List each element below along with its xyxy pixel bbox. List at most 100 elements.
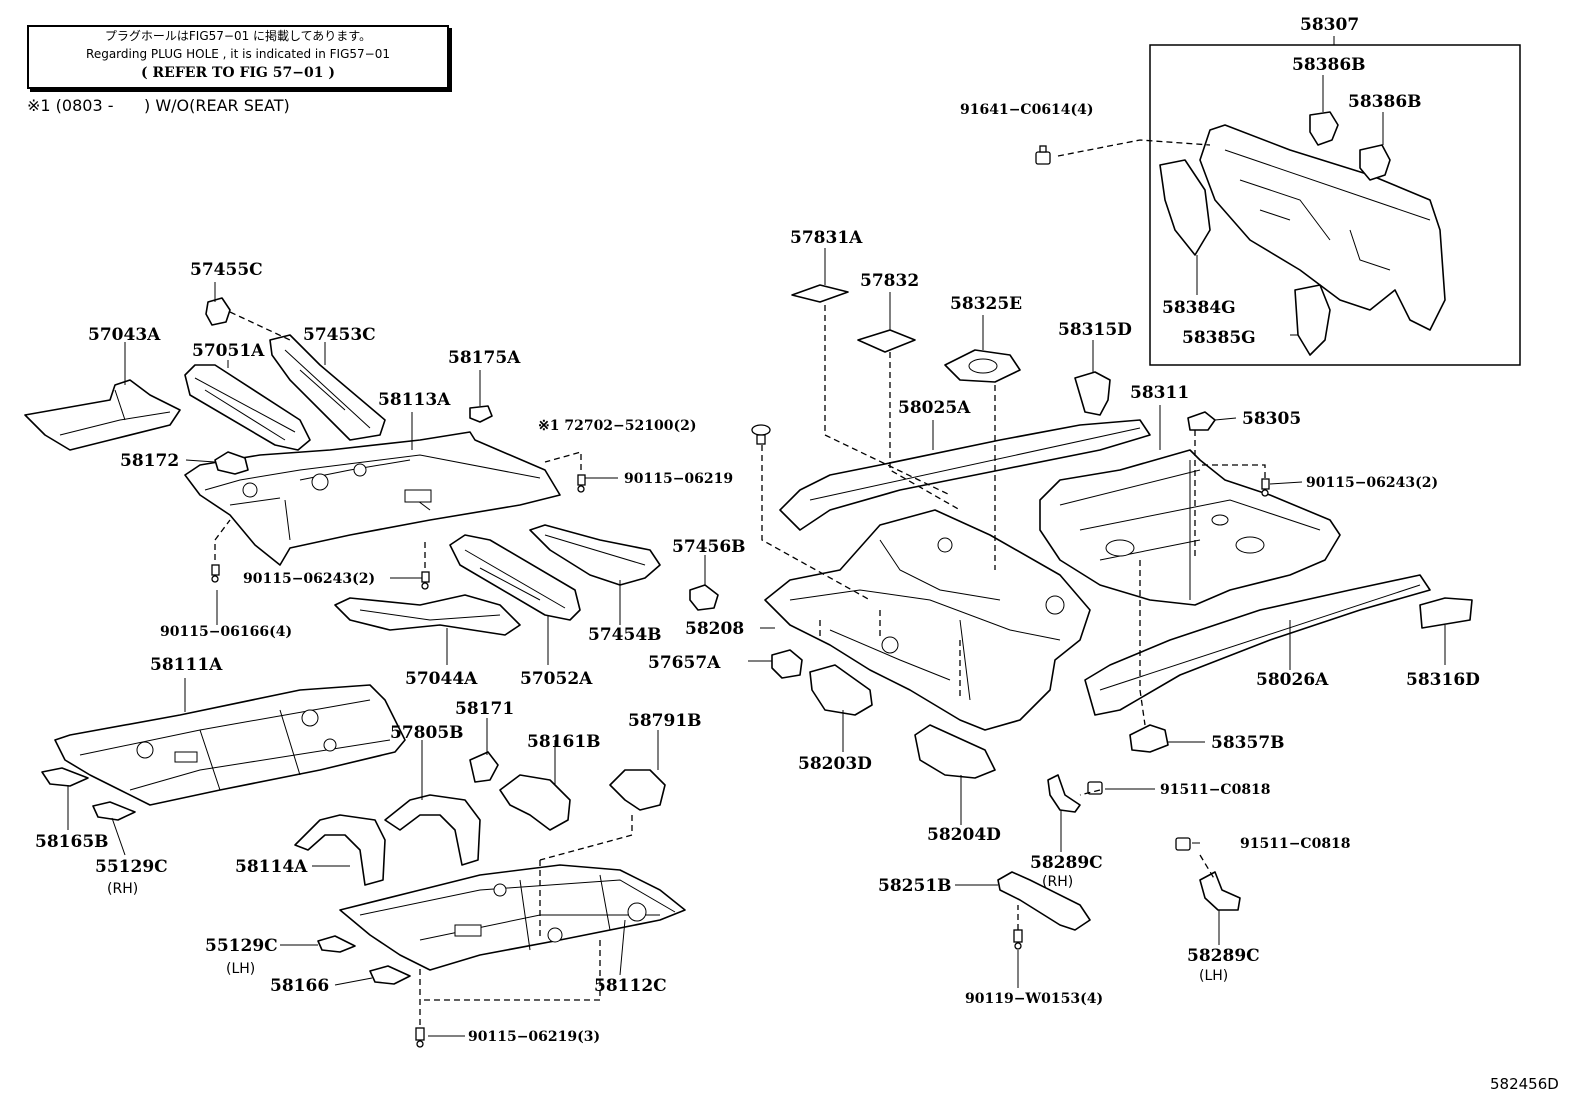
label-90119: 90119−W0153(4)	[965, 991, 1103, 1007]
label-58384g: 58384G	[1162, 298, 1236, 318]
side-lh-2: (LH)	[1199, 968, 1228, 984]
bracket-58316d	[1419, 597, 1473, 629]
label-90115-06243-b: 90115−06243(2)	[1306, 475, 1438, 491]
bolt-90119	[1013, 929, 1023, 950]
reference-note-box: プラグホールはFIG57−01 に掲載してあります。 Regarding PLU…	[27, 25, 449, 89]
bracket-57657a	[771, 649, 803, 679]
label-57805b: 57805B	[390, 723, 464, 743]
pad-58165b	[41, 767, 89, 787]
label-58161b: 58161B	[527, 732, 601, 752]
bracket-58791b	[609, 769, 666, 811]
bolt-90115-06243-a	[421, 571, 430, 590]
illustration-code: 582456D	[1490, 1075, 1559, 1093]
note-line-refer: ( REFER TO FIG 57−01 )	[141, 65, 335, 81]
pad-58175a	[469, 405, 493, 423]
member-57052a	[449, 534, 581, 621]
side-member-58025a	[779, 419, 1151, 531]
label-58386b-1: 58386B	[1292, 55, 1366, 75]
label-58305: 58305	[1242, 409, 1301, 429]
bracket-58172	[214, 451, 249, 475]
nut-91511-b	[1175, 837, 1191, 851]
rear-panel-58307	[1199, 124, 1446, 331]
label-57044a: 57044A	[405, 669, 478, 689]
label-58386b-2: 58386B	[1348, 92, 1422, 112]
crossmember-58251b	[997, 871, 1091, 931]
label-72702: ※1 72702−52100(2)	[538, 418, 696, 434]
gusset-58385g	[1294, 284, 1331, 356]
bracket-58357b	[1129, 724, 1169, 753]
side-rh-1: (RH)	[107, 881, 138, 897]
label-58112c: 58112C	[594, 976, 667, 996]
label-58203d: 58203D	[798, 754, 872, 774]
note-line-japanese: プラグホールはFIG57−01 に掲載してあります。	[104, 29, 372, 43]
bracket-58386b-left	[1309, 111, 1339, 146]
label-58315d: 58315D	[1058, 320, 1132, 340]
gusset-58384g	[1159, 159, 1211, 256]
label-58791b: 58791B	[628, 711, 702, 731]
label-58289c-lh: 58289C	[1187, 946, 1260, 966]
label-55129c-rh: 55129C	[95, 857, 168, 877]
label-57831a: 57831A	[790, 228, 863, 248]
bracket-58289c-rh	[1047, 774, 1081, 813]
side-lh-1: (LH)	[226, 961, 255, 977]
side-rh-2: (RH)	[1042, 874, 1073, 890]
label-58251b: 58251B	[878, 876, 952, 896]
under-cover-58112c	[339, 864, 686, 971]
label-58385g: 58385G	[1182, 328, 1256, 348]
bracket-58386b-right	[1359, 144, 1391, 181]
label-58172: 58172	[120, 451, 179, 471]
center-floor-pan-58208	[764, 509, 1091, 731]
bracket-57456b	[689, 584, 719, 611]
bracket-58315d	[1074, 371, 1111, 416]
label-58208: 58208	[685, 619, 744, 639]
bolt-90115-06219	[577, 474, 586, 493]
bolt-90115-06243-b	[1261, 478, 1270, 497]
label-57455c: 57455C	[190, 260, 263, 280]
label-58357b: 58357B	[1211, 733, 1285, 753]
fastener-91641	[1035, 145, 1051, 165]
label-58171: 58171	[455, 699, 514, 719]
label-58026a: 58026A	[1256, 670, 1329, 690]
label-91641: 91641−C0614(4)	[960, 102, 1094, 118]
label-90115-06219-3: 90115−06219(3)	[468, 1029, 600, 1045]
label-57832: 57832	[860, 271, 919, 291]
label-91511-b: 91511−C0818	[1240, 836, 1351, 852]
label-91511-a: 91511−C0818	[1160, 782, 1271, 798]
reinforcement-58203d	[809, 664, 873, 716]
label-57657a: 57657A	[648, 653, 721, 673]
applicability-remark: ※1 (0803 - ) W/O(REAR SEAT)	[27, 96, 290, 115]
label-58165b: 58165B	[35, 832, 109, 852]
label-58289c-rh: 58289C	[1030, 853, 1103, 873]
label-58311: 58311	[1130, 383, 1189, 403]
label-58166: 58166	[270, 976, 329, 996]
label-57052a: 57052A	[520, 669, 593, 689]
fastener-72702	[751, 424, 771, 445]
bracket-58171	[469, 751, 499, 783]
label-57456b: 57456B	[672, 537, 746, 557]
reinforcement-57453c	[269, 334, 386, 441]
reinforcement-58204d	[914, 724, 996, 779]
label-58025a: 58025A	[898, 398, 971, 418]
bracket-58289c-lh	[1199, 871, 1241, 911]
member-57044a	[334, 594, 521, 636]
label-58307: 58307	[1300, 15, 1359, 35]
pad-55129c-lh	[317, 935, 356, 953]
label-57043a: 57043A	[88, 325, 161, 345]
subassembly-frame-58307	[1149, 44, 1521, 366]
plate-57832	[857, 329, 916, 353]
label-58175a: 58175A	[448, 348, 521, 368]
bolt-90115-06166	[211, 564, 220, 583]
label-58204d: 58204D	[927, 825, 1001, 845]
label-58114a: 58114A	[235, 857, 308, 877]
label-58111a: 58111A	[150, 655, 223, 675]
note-line-english: Regarding PLUG HOLE , it is indicated in…	[86, 47, 390, 61]
plate-58305	[1187, 411, 1216, 431]
front-floor-pan-58113a	[184, 431, 561, 566]
label-58316d: 58316D	[1406, 670, 1480, 690]
label-90115-06166: 90115−06166(4)	[160, 624, 292, 640]
label-58325e: 58325E	[950, 294, 1022, 314]
front-side-member-57043a	[24, 379, 181, 451]
label-57453c: 57453C	[303, 325, 376, 345]
bolt-90115-06219-3	[415, 1027, 425, 1048]
